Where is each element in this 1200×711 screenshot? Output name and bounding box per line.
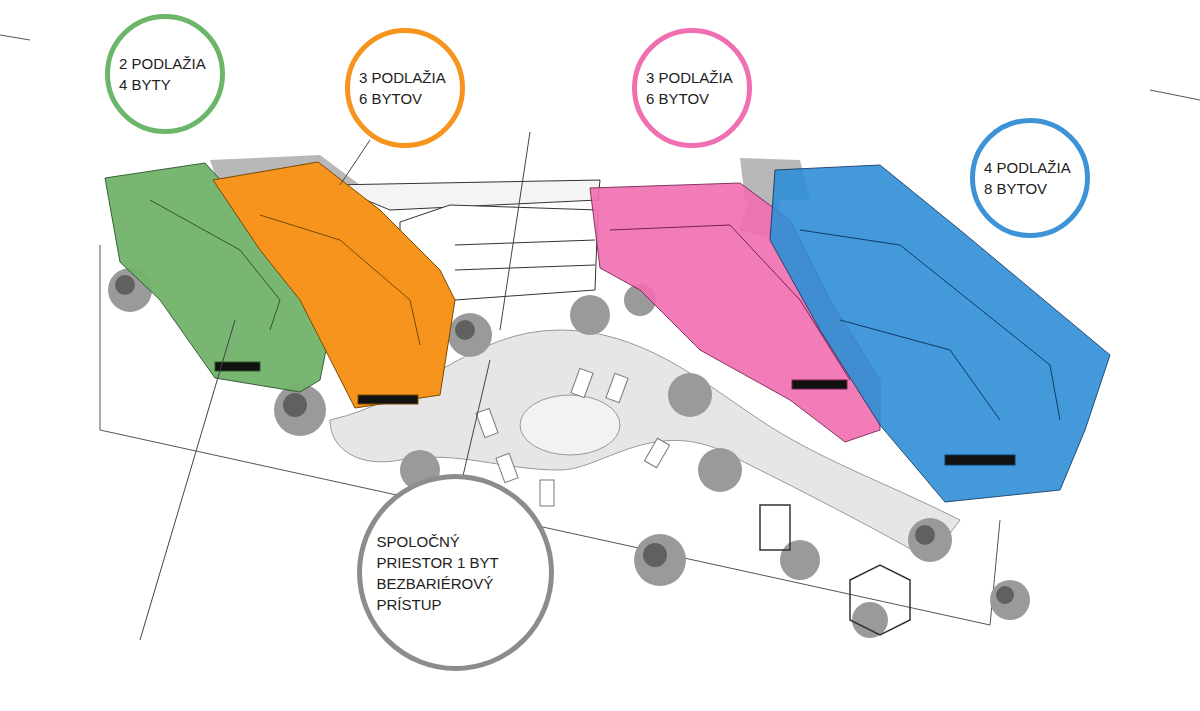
shared-space-circle: SPOLOČNÝ PRIESTOR 1 BYT BEZBARIÉROVÝ PRÍ… (357, 474, 554, 671)
floors-circle: 3 PODLAŽIA 6 BYTOV (345, 28, 465, 148)
text-group: 3 PODLAŽIA 6 BYTOV (359, 67, 451, 109)
circle-label: 4 PODLAŽIA 8 BYTOV (984, 157, 1076, 199)
circle-label: 2 PODLAŽIA 4 BYTY (119, 53, 211, 95)
text-group: SPOLOČNÝ PRIESTOR 1 BYT BEZBARIÉROVÝ PRÍ… (377, 531, 535, 615)
circle-label: 3 PODLAŽIA 6 BYTOV (646, 67, 738, 109)
floors-circle: 4 PODLAŽIA 8 BYTOV (970, 118, 1090, 238)
text-group: 3 PODLAŽIA 6 BYTOV (646, 67, 738, 109)
floors-circle: 3 PODLAŽIA 6 BYTOV (632, 28, 752, 148)
floors-circle: 2 PODLAŽIA 4 BYTY (105, 14, 225, 134)
circle-label: 3 PODLAŽIA 6 BYTOV (359, 67, 451, 109)
circle-label: SPOLOČNÝ PRIESTOR 1 BYT BEZBARIÉROVÝ PRÍ… (377, 531, 535, 615)
text-group: 4 PODLAŽIA 8 BYTOV (984, 157, 1076, 199)
text-group: 2 PODLAŽIA 4 BYTY (119, 53, 211, 95)
